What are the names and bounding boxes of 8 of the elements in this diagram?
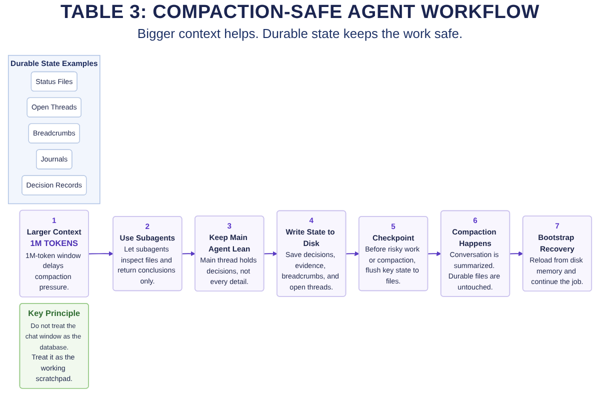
title: TABLE 3: COMPACTION-SAFE AGENT WORKFLOW bbox=[60, 2, 540, 24]
arrow bbox=[509, 251, 524, 256]
arrow bbox=[428, 251, 442, 256]
arrow bbox=[182, 251, 196, 256]
arrow bbox=[88, 251, 114, 256]
arrow bbox=[264, 251, 278, 256]
arrow bbox=[346, 251, 360, 256]
subtitle: Bigger context helps. Durable state keeps the work safe. bbox=[137, 26, 463, 41]
